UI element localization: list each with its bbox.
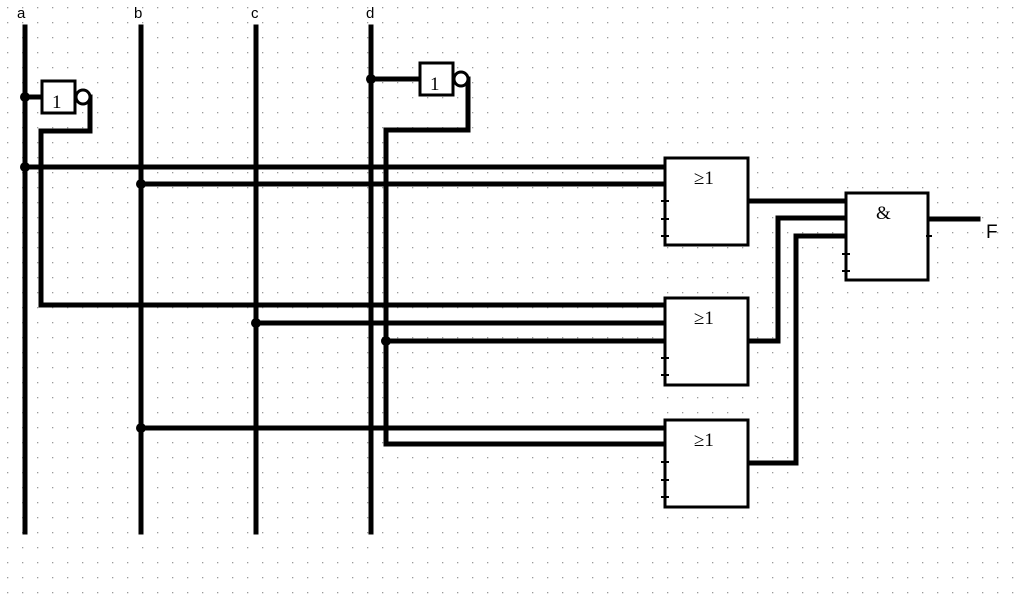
- junction-dot: [20, 92, 30, 102]
- not-gate-d: 1: [418, 61, 470, 97]
- not-gate-d-label: 1: [430, 74, 440, 95]
- input-label-c: c: [251, 5, 259, 22]
- junction-dot: [20, 162, 30, 172]
- input-label-b: b: [134, 5, 142, 22]
- and-gate: &: [842, 191, 932, 282]
- input-label-d: d: [366, 5, 374, 22]
- wire-or-bottom-to-and: [745, 233, 849, 466]
- or-gate-bottom-label: ≥1: [694, 430, 714, 451]
- wire-not-d-to-or-gates: [383, 76, 668, 447]
- junction-dot: [366, 74, 376, 84]
- wire-not-a-to-or-middle: [38, 94, 668, 308]
- input-label-a: a: [17, 5, 26, 22]
- wire-or-middle-to-and: [745, 215, 849, 344]
- output-label-f: F: [986, 222, 998, 243]
- not-gate-a-label: 1: [52, 92, 62, 113]
- and-gate-label: &: [876, 203, 891, 224]
- or-gate-bottom: ≥1: [661, 418, 750, 509]
- junction-dot: [136, 423, 146, 433]
- junction-dot: [381, 336, 391, 346]
- or-gate-middle: ≥1: [661, 296, 750, 387]
- not-gate-a: 1: [40, 79, 92, 115]
- junction-dot: [251, 318, 261, 328]
- or-gate-middle-label: ≥1: [694, 308, 714, 329]
- or-gate-top-label: ≥1: [694, 168, 714, 189]
- or-gate-top: ≥1: [661, 156, 750, 247]
- junction-dot: [136, 179, 146, 189]
